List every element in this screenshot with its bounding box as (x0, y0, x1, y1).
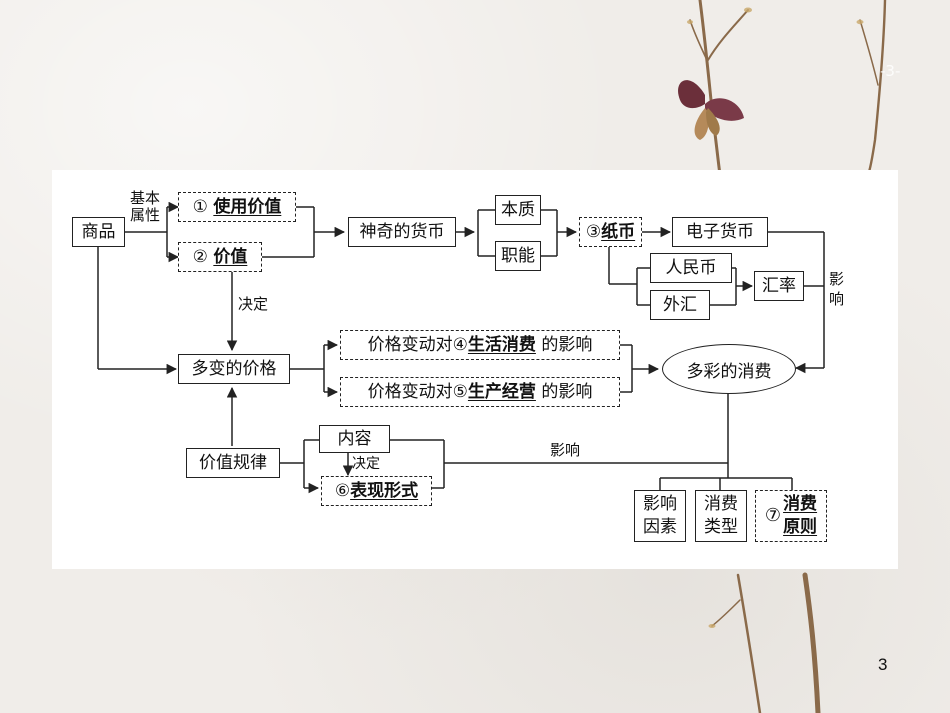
foreign-exchange-label: 外汇 (663, 294, 697, 315)
value-box: ② 价值 (178, 242, 262, 272)
consumption-types-line1: 消费 (704, 494, 738, 515)
function-box: 职能 (495, 241, 541, 271)
essence-box: 本质 (495, 195, 541, 225)
connector-lines (97, 201, 825, 494)
magic-money-box: 神奇的货币 (348, 217, 456, 247)
content-label: 内容 (337, 428, 372, 449)
use-value-num: ① (192, 196, 208, 217)
determine-label-2: 决定 (352, 456, 380, 472)
expression-form-text: 表现形式 (350, 480, 419, 501)
e-money-label: 电子货币 (686, 221, 754, 242)
rmb-label: 人民币 (665, 257, 717, 278)
price-life-text: 生活消费 (467, 334, 536, 355)
essence-label: 本质 (501, 199, 535, 220)
content-box: 内容 (319, 425, 390, 453)
influence-factors-box: 影响 因素 (634, 490, 686, 542)
foreign-exchange-box: 外汇 (650, 290, 710, 320)
price-life-num: ④ (452, 334, 468, 355)
consumption-principles-line2: 原则 (783, 517, 818, 537)
value-num: ② (192, 246, 208, 267)
influence-side-char1: 影 (829, 270, 845, 288)
function-label: 职能 (501, 245, 535, 266)
variable-price-label: 多变的价格 (191, 358, 277, 379)
use-value-text: 使用价值 (213, 196, 282, 217)
colorful-consumption-label: 多彩的消费 (686, 361, 772, 382)
exchange-rate-label: 汇率 (762, 275, 796, 296)
paper-money-num: ③ (585, 221, 602, 242)
magic-money-label: 神奇的货币 (359, 221, 445, 242)
use-value-box: ① 使用价值 (178, 192, 296, 222)
price-production-num: ⑤ (452, 381, 468, 402)
price-life-pre: 价格变动对 (367, 334, 453, 355)
commodity-label: 商品 (81, 221, 116, 242)
page-number: 3 (878, 655, 888, 674)
basic-attribute-line1: 基本 (130, 189, 161, 207)
price-production-text: 生产经营 (467, 381, 536, 402)
expression-form-num: ⑥ (334, 480, 351, 501)
consumption-principles-line1: 消费 (783, 494, 818, 515)
influence-factors-line2: 因素 (643, 517, 677, 537)
consumption-types-line2: 类型 (704, 517, 738, 537)
paper-money-text: 纸币 (601, 221, 636, 242)
slide-tag: -3- (880, 62, 901, 80)
commodity-box: 商品 (72, 217, 125, 247)
law-of-value-label: 价值规律 (199, 452, 267, 473)
price-life-post: 的影响 (541, 334, 593, 355)
e-money-box: 电子货币 (672, 217, 768, 247)
influence-label: 影响 (550, 441, 581, 459)
basic-attribute-label: 基本 属性 (130, 189, 161, 225)
colorful-consumption-ellipse: 多彩的消费 (662, 344, 796, 394)
variable-price-box: 多变的价格 (178, 354, 290, 384)
rmb-box: 人民币 (650, 253, 732, 283)
exchange-rate-box: 汇率 (754, 271, 804, 301)
determine-label: 决定 (238, 295, 269, 313)
consumption-types-box: 消费 类型 (695, 490, 747, 542)
consumption-principles-text: 消费 原则 (783, 493, 817, 539)
influence-factors-line1: 影响 (643, 494, 677, 515)
consumption-principles-num: ⑦ (764, 505, 782, 526)
basic-attribute-line2: 属性 (130, 206, 161, 225)
influence-side-label: 影 响 (829, 270, 844, 309)
influence-side-char2: 响 (829, 289, 845, 308)
value-text: 价值 (213, 246, 248, 267)
law-of-value-box: 价值规律 (186, 448, 280, 478)
consumption-principles-box: ⑦ 消费 原则 (755, 490, 827, 542)
price-production-pre: 价格变动对 (367, 381, 453, 402)
price-production-post: 的影响 (541, 381, 593, 402)
